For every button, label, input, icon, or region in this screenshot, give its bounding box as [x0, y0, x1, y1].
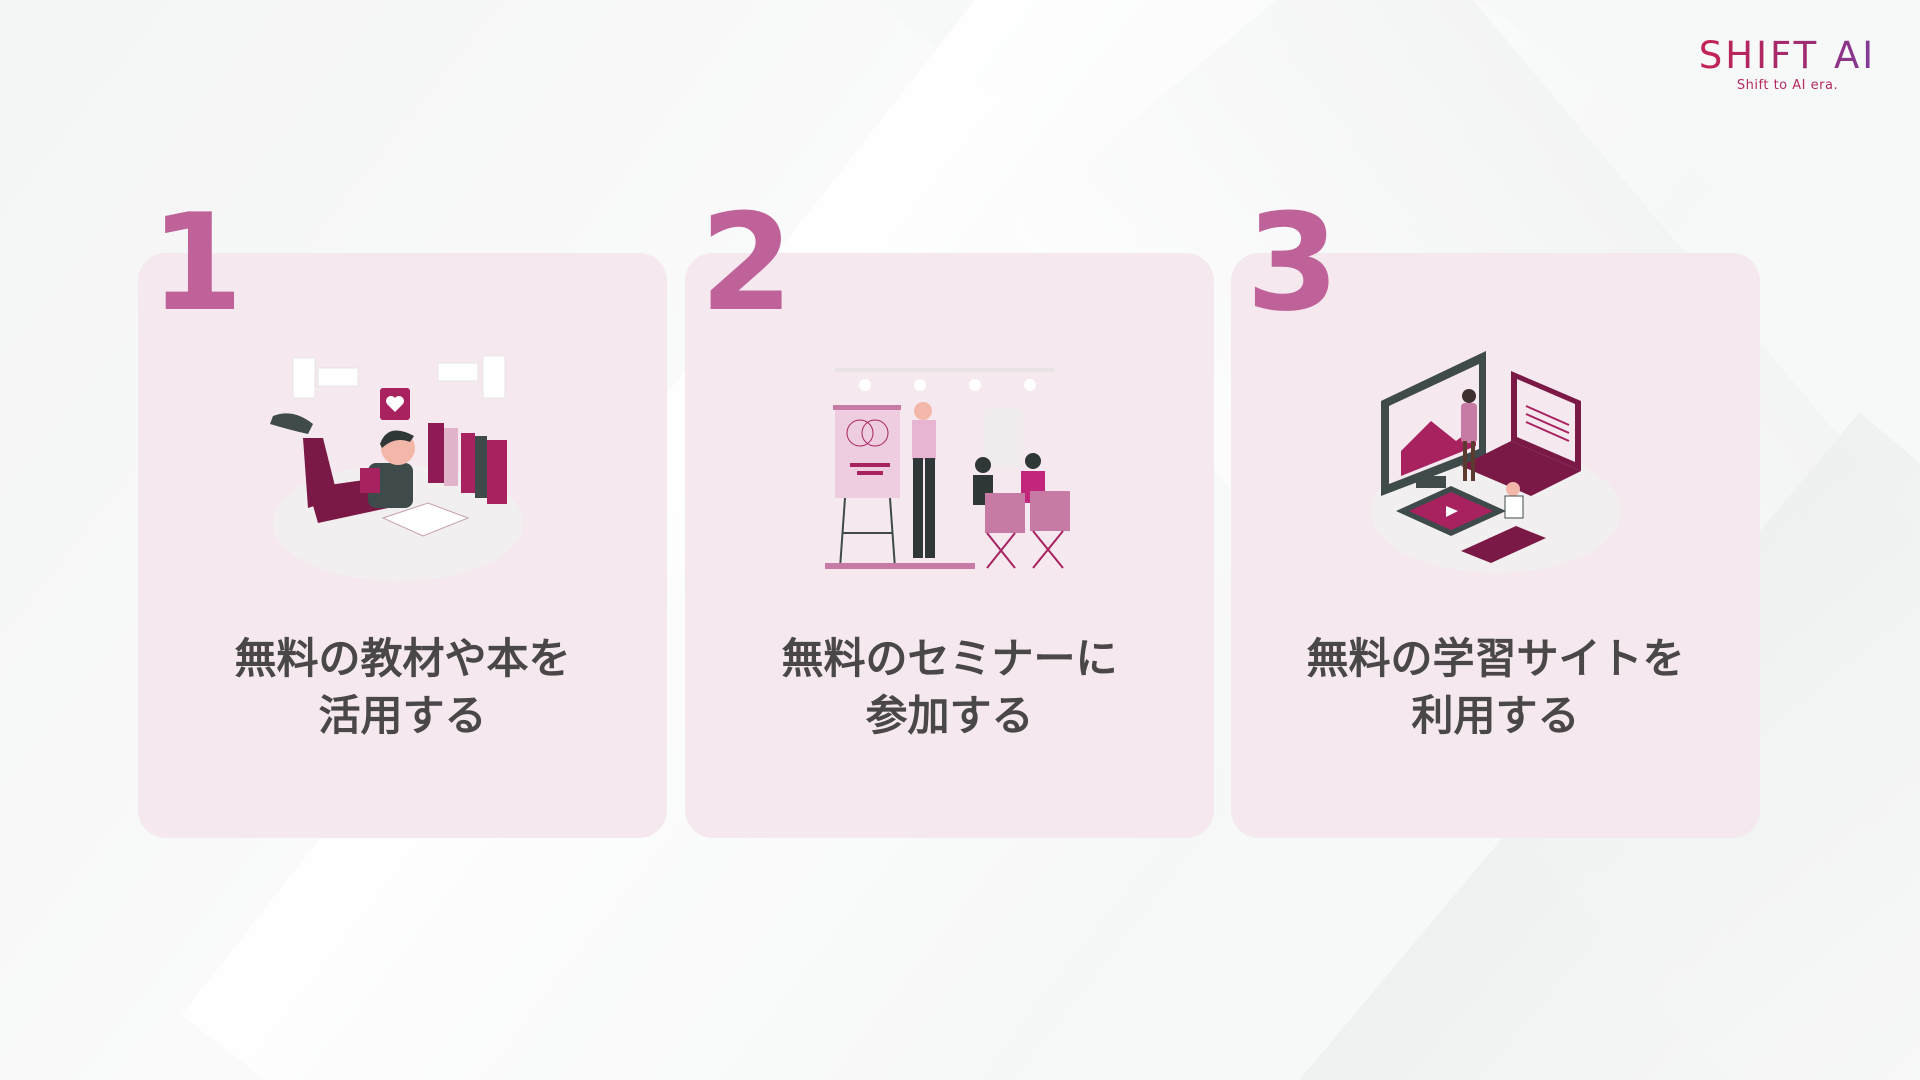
card-free-seminar: 無料のセミナーに 参加する [685, 253, 1214, 838]
card-title-line: 利用する [1411, 691, 1580, 740]
step-number: 1 [150, 185, 244, 341]
card-title: 無料の学習サイトを 利用する [1231, 630, 1760, 744]
step-number: 3 [1246, 185, 1340, 341]
card-title: 無料の教材や本を 活用する [138, 630, 667, 744]
logo-wordmark: SHIFT AI [1690, 36, 1885, 76]
brand-logo: SHIFT AI Shift to AI era. [1690, 36, 1885, 94]
card-title-line: 無料の教材や本を [234, 634, 571, 683]
step-number: 2 [700, 185, 794, 341]
card-title-line: 活用する [318, 691, 487, 740]
logo-tagline: Shift to AI era. [1736, 78, 1839, 93]
card-title: 無料のセミナーに 参加する [685, 630, 1214, 744]
card-free-learning-sites: 無料の学習サイトを 利用する [1231, 253, 1760, 838]
card-free-books: 無料の教材や本を 活用する [138, 253, 667, 838]
seminar-presentation-illustration [825, 368, 1070, 569]
card-title-line: 参加する [865, 691, 1034, 740]
card-title-line: 無料のセミナーに [781, 634, 1118, 683]
person-reading-books-illustration [270, 355, 523, 581]
card-title-line: 無料の学習サイトを [1306, 634, 1685, 683]
online-learning-devices-illustration [1371, 351, 1621, 573]
